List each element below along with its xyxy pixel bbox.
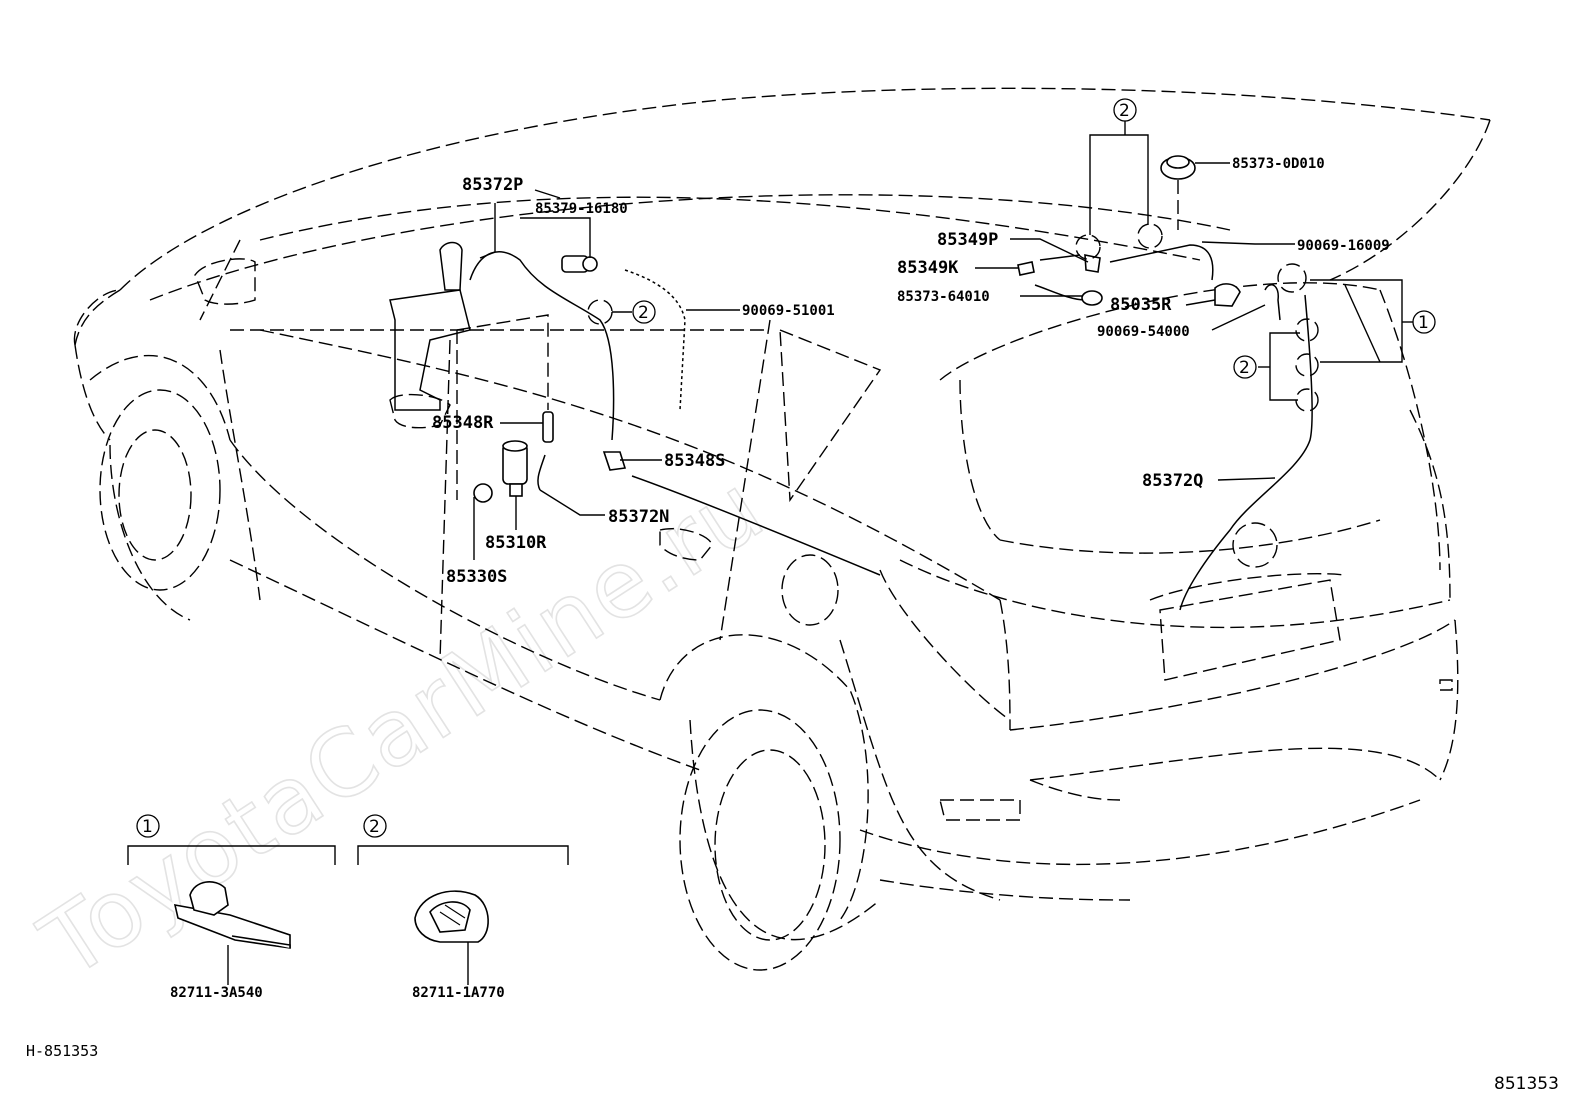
hose-end: [1264, 284, 1281, 321]
hose-85372N: [537, 454, 546, 491]
callout-2-right-text: 2: [1239, 358, 1250, 378]
label-90069-16009: 90069-16009: [1297, 238, 1390, 254]
figure-number: 851353: [1494, 1074, 1559, 1094]
callout-2-mid: 2: [632, 300, 656, 324]
washer-pump: [502, 440, 528, 497]
callout-1-right: 1: [1412, 310, 1436, 334]
label-90069-51001: 90069-51001: [742, 303, 835, 319]
joint-85349K: [1017, 261, 1035, 276]
detail-2-number: 2: [369, 817, 380, 837]
roof-hose-a: [1039, 254, 1081, 261]
pump-grommet: [473, 483, 493, 503]
label-85348S: 85348S: [664, 451, 725, 471]
detail-1-number: 1: [142, 817, 153, 837]
grommet-85373-0D010: [1160, 155, 1196, 180]
filler-neck: [439, 241, 463, 291]
detail-2: 2 82711-1A770: [357, 814, 569, 1001]
hose-90069-51001: [624, 269, 686, 411]
label-85349P: 85349P: [937, 230, 998, 250]
part-labels: 85372P 85379-16180 90069-51001 85348R 85…: [432, 156, 1390, 587]
callout-1-right-text: 1: [1418, 313, 1429, 333]
grommet-85379-16180: [561, 255, 598, 273]
joint-85348S: [602, 451, 627, 471]
hose-85372Q: [1179, 294, 1313, 611]
label-85372Q: 85372Q: [1142, 471, 1203, 491]
label-90069-54000: 90069-54000: [1097, 324, 1190, 340]
roof-hose-b: [1109, 244, 1214, 281]
label-85348R: 85348R: [432, 413, 494, 433]
label-85373-64010: 85373-64010: [897, 289, 990, 305]
detail-1: 1 82711-3A540: [127, 814, 336, 1001]
washer-system: [389, 155, 1319, 611]
label-85035R: 85035R: [1110, 295, 1172, 315]
clamp-icon: [414, 890, 489, 943]
label-85310R: 85310R: [485, 533, 547, 553]
callout-2-right: 2: [1233, 355, 1257, 379]
label-85373-0D010: 85373-0D010: [1232, 156, 1325, 172]
grommet-85373-64010: [1081, 290, 1103, 306]
callout-2-top-text: 2: [1119, 101, 1130, 121]
label-85372P: 85372P: [462, 175, 523, 195]
joint-85348R: [542, 411, 554, 443]
label-85330S: 85330S: [446, 567, 507, 587]
car-body-outline: [73, 87, 1491, 971]
hose-side-run: [631, 475, 881, 576]
callout-2-top: 2: [1113, 98, 1137, 122]
clip-icon: [173, 881, 291, 949]
label-85349K: 85349K: [897, 258, 959, 278]
watermark-text: ToyotaCarMine.ru: [23, 454, 783, 999]
label-82711-3A540: 82711-3A540: [170, 985, 263, 1001]
washer-tank: [389, 289, 471, 411]
label-85379-16180: 85379-16180: [535, 201, 628, 217]
hose-85372P: [469, 251, 615, 441]
leader-lines: [473, 120, 1413, 560]
roof-hose-c: [1034, 284, 1086, 301]
drawing-code: H-851353: [26, 1042, 98, 1060]
label-82711-1A770: 82711-1A770: [412, 985, 505, 1001]
washer-nozzle-85035R: [1214, 283, 1241, 307]
label-85372N: 85372N: [608, 507, 669, 527]
callout-2-mid-text: 2: [638, 303, 649, 323]
